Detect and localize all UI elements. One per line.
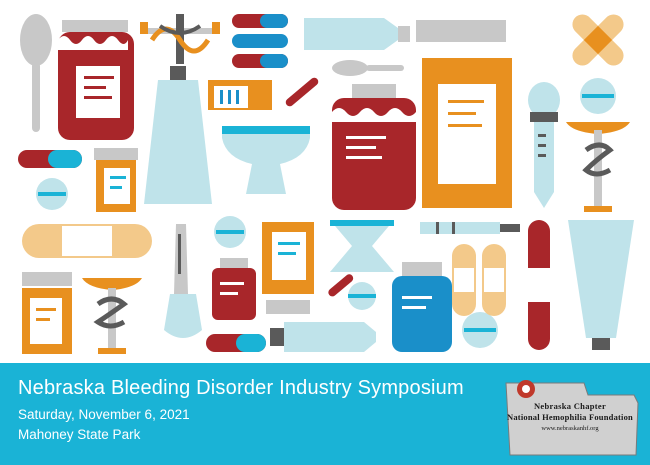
ointment-tube-icon: [568, 220, 634, 350]
ointment-tube-icon: [144, 66, 212, 204]
pestle-icon: [328, 274, 376, 310]
pill-bottle-icon: [52, 20, 134, 140]
capsule-icon: [528, 220, 550, 350]
caduceus-icon: [566, 122, 630, 212]
bandage-icon: [572, 14, 624, 66]
pill-bottle-icon: [22, 272, 72, 354]
pill-bottle-icon: [422, 58, 512, 208]
cap-icon: [266, 300, 310, 314]
medicine-bottle-icon: [332, 84, 416, 210]
caduceus-icon: [140, 14, 220, 64]
bandage-icon: [22, 224, 152, 258]
capsule-pills-icon: [232, 14, 288, 68]
tablet-icon: [36, 178, 68, 210]
medicine-bottle-icon: [212, 258, 256, 320]
event-location: Mahoney State Park: [18, 427, 141, 442]
bandage-icon: [452, 244, 506, 316]
logo-chapter-text: Nebraska Chapter: [533, 401, 607, 411]
caduceus-icon: [82, 278, 142, 354]
capsule-pills-icon: [206, 334, 266, 352]
capsule-icon: [18, 150, 82, 168]
mortar-icon: [330, 220, 394, 272]
tablet-icon: [462, 312, 498, 348]
syringe-icon: [420, 222, 520, 234]
tablet-icon: [580, 78, 616, 114]
ointment-tube-icon: [304, 18, 410, 50]
mortar-pestle-icon: [222, 77, 319, 194]
ointment-tube-icon: [270, 322, 376, 352]
logo-foundation-text: National Hemophilia Foundation: [507, 412, 633, 422]
spoon-icon: [332, 60, 404, 76]
nebraska-map-icon: [505, 380, 639, 456]
scalpel-icon: [164, 224, 202, 338]
spoon-icon: [20, 14, 52, 132]
dropper-icon: [528, 82, 560, 208]
event-date: Saturday, November 6, 2021: [18, 407, 190, 422]
event-banner: Nebraska Bleeding Disorder Industry Symp…: [0, 363, 650, 465]
pill-bottle-icon: [262, 222, 314, 294]
medicine-bottle-icon: [392, 262, 452, 352]
medical-illustration-pattern: [18, 14, 634, 354]
pill-bottle-icon: [208, 80, 272, 110]
nhf-chapter-logo: Nebraska Chapter National Hemophilia Fou…: [500, 365, 640, 460]
tablet-icon: [214, 216, 246, 248]
pill-bottle-icon: [94, 148, 138, 212]
event-title: Nebraska Bleeding Disorder Industry Symp…: [18, 377, 464, 399]
label-bar: [416, 20, 506, 42]
logo-url-text: www.nebraskanhf.org: [541, 425, 599, 432]
